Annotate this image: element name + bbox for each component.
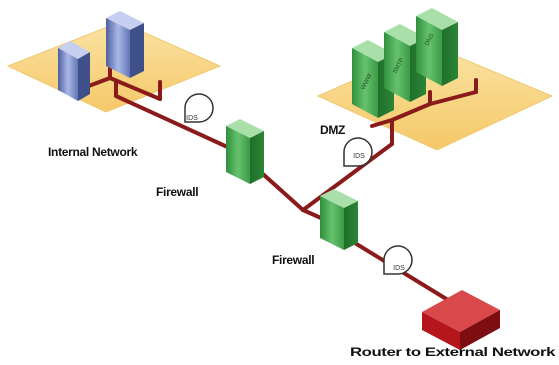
router-device — [422, 290, 500, 350]
router-label: Router to External Network — [350, 345, 556, 359]
firewall-2-device — [320, 189, 358, 250]
firewall-1-device — [226, 119, 264, 184]
firewall-1-label: Firewall — [156, 185, 198, 199]
firewall-2-label: Firewall — [272, 253, 314, 267]
dmz-label: DMZ — [320, 123, 345, 137]
dmz-server-www: WWW — [352, 40, 394, 118]
ids-label-2: IDS — [353, 153, 365, 160]
ids-label-1: IDS — [186, 115, 198, 122]
ids-label-3: IDS — [393, 265, 405, 272]
internal-server-1 — [58, 41, 90, 101]
internal-server-2 — [106, 11, 144, 78]
internal-network-label: Internal Network — [48, 145, 138, 159]
ids-sensor-1: IDS — [184, 93, 214, 123]
ids-sensor-3: IDS — [383, 245, 413, 275]
dmz-server-dns: DNS — [416, 8, 458, 86]
ids-sensor-2: IDS — [343, 137, 373, 167]
server-label-dns: DNS — [424, 33, 435, 47]
dmz-server-smtp: SMTP — [384, 24, 426, 102]
